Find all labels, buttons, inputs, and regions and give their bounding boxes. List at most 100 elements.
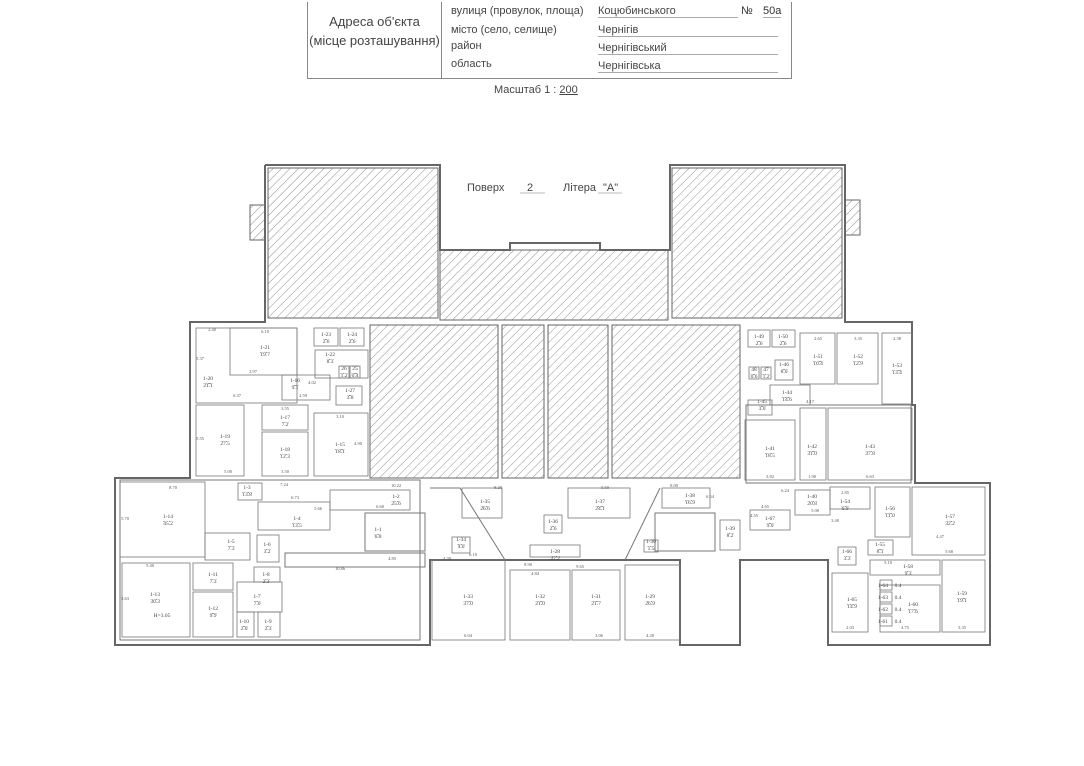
room-area: 37.0 [463, 601, 473, 607]
room-area: 2.6 [550, 526, 557, 532]
room-area: 0.4 [352, 373, 359, 379]
room-outline [451, 536, 471, 554]
room-number: 1-52 [853, 354, 863, 360]
dimension-label: 3.10 [336, 414, 345, 419]
dimension-label: 5.55 [196, 436, 205, 441]
region-label: область [451, 58, 492, 70]
address-title-line-1: Адреса об'єкта [329, 14, 420, 29]
room-outline [431, 559, 506, 641]
dimension-label: 4.30 [443, 556, 452, 561]
room-47: 471.2 [760, 366, 772, 380]
room-outline [338, 365, 350, 379]
dimension-label: 10.86 [335, 566, 346, 571]
room-area: 27.5 [220, 441, 230, 447]
room-outline [837, 546, 857, 566]
city-value: Чернігів [598, 24, 778, 37]
room-area: 12.3 [280, 454, 290, 460]
room-1-16: 1-169.1 [281, 374, 331, 401]
room-outline [879, 591, 893, 603]
room-outline [461, 487, 503, 519]
room-number: 1-62 [878, 607, 888, 613]
room-number: 1-63 [878, 595, 888, 601]
dimension-label: 3.35 [854, 336, 863, 341]
dimension-label: 3.40 [831, 518, 840, 523]
room-1-67: 1-679.0 [749, 509, 791, 531]
dimension-label: 6.63 [866, 474, 875, 479]
street-value: Коцюбинського [598, 5, 738, 18]
room-area: 7.3 [228, 546, 235, 552]
room-area: 30.3 [150, 599, 160, 605]
room-area: 26.9 [645, 601, 655, 607]
room-outline [799, 332, 836, 385]
scale-value: 200 [559, 84, 578, 96]
room-area: 1.5 [648, 546, 655, 552]
room-outline [509, 569, 571, 641]
room-1-10: 1-102.0 [236, 611, 255, 638]
room-number: 1-55 [875, 542, 885, 548]
dimension-label: 8.20 [494, 485, 503, 490]
room-1-4: 1-413.5 [257, 501, 331, 531]
room-outline [747, 399, 773, 416]
letter-value: "А" [603, 182, 618, 194]
room-1-17: 1-177.2 [261, 404, 309, 431]
dimension-label: 6.10 [261, 329, 270, 334]
hatched-center-top [439, 249, 669, 321]
room-area: 13.8 [242, 492, 252, 498]
room-area: 2.6 [756, 341, 763, 347]
dimension-label: 6.54 [706, 494, 715, 499]
letter-label: Літера [563, 182, 597, 194]
room-1-55: 1-558.1 [867, 539, 894, 556]
hatched-areas [249, 167, 861, 479]
dimension-label: 9.65 [576, 564, 585, 569]
room-area: 18.5 [765, 453, 775, 459]
room-number: 1-50 [778, 334, 788, 340]
address-title-line-2: (місце розташування) [309, 33, 440, 48]
dimension-label: 8.00 [670, 483, 679, 488]
room-number: 1-15 [335, 442, 345, 448]
room-outline [829, 486, 871, 510]
dimension-label: 4.84 [531, 571, 540, 576]
room-area: 1.2 [763, 374, 770, 380]
room-number: 1-37 [595, 499, 605, 505]
room-area: 7.3 [210, 579, 217, 585]
room-number: 1-40 [807, 494, 817, 500]
room-area: 26.6 [480, 506, 490, 512]
scale-label: Масштаб [494, 84, 542, 96]
room-area: 6.8 [375, 534, 382, 540]
room-outline [879, 603, 893, 615]
rooms-layer: 1-2119.71-2021.11-1927.51-177.21-1812.31… [119, 327, 986, 641]
room-outline [329, 489, 411, 511]
room-area: 8.2 [727, 533, 734, 539]
room-number: 1-49 [754, 334, 764, 340]
room-outline [119, 481, 206, 558]
district-label: район [451, 40, 482, 52]
room-outline [744, 419, 796, 481]
room-outline [624, 564, 681, 641]
room-area: 19.7 [260, 352, 270, 358]
dimension-label: 3.97 [249, 369, 258, 374]
room-outline [121, 562, 191, 638]
room-number: 1-11 [208, 572, 218, 578]
room-number: 1-51 [813, 354, 823, 360]
room-number: 1-33 [463, 594, 473, 600]
room-outline [529, 544, 581, 558]
scale: Масштаб 1 : 200 [494, 84, 578, 96]
room-1-8: 1-82.3 [253, 566, 281, 585]
room-area: 2.3 [265, 626, 272, 632]
room-1-36: 1-362.6 [543, 514, 563, 534]
room-outline [257, 501, 331, 531]
room-area: 11.0 [885, 513, 895, 519]
room-number: 1-21 [260, 345, 270, 351]
room-outline [774, 359, 794, 381]
room-outline [543, 514, 563, 534]
room-number: 1-39 [725, 526, 735, 532]
